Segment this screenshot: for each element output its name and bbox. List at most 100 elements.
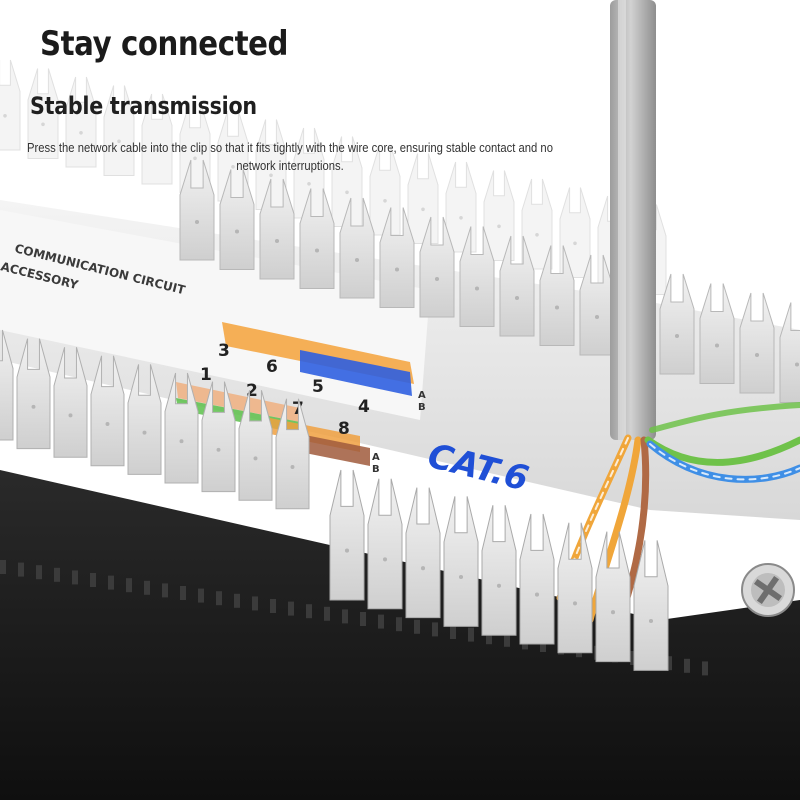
front-lower-clip-row <box>329 469 669 671</box>
clip-tooth <box>329 469 365 601</box>
clip-tooth <box>499 235 535 337</box>
clip-tooth <box>179 159 215 261</box>
front-clip-row <box>0 329 310 510</box>
wire-green-white <box>649 402 800 433</box>
base-ridge <box>252 596 258 611</box>
color-stripe-brown <box>290 432 370 466</box>
wire-orange-stripe <box>559 437 629 599</box>
page-subtitle: Stable transmission <box>30 92 257 120</box>
pin-number: 5 <box>312 377 324 397</box>
clip-tooth <box>53 347 88 458</box>
base-ridge <box>306 604 312 619</box>
clip-tooth <box>519 513 555 645</box>
base-ridge <box>684 658 690 673</box>
standard-markers: A B A B <box>372 390 426 475</box>
clip-tooth <box>557 522 593 654</box>
clip-tooth <box>16 338 51 450</box>
clip-tooth <box>259 178 295 280</box>
clip-tooth <box>27 68 59 159</box>
pin-number: 1 <box>200 365 212 385</box>
pin-number: 4 <box>358 397 370 417</box>
clip-tooth <box>0 329 14 441</box>
clip-tooth <box>739 292 775 394</box>
base-ridge <box>216 591 222 606</box>
base-ridge <box>432 622 438 637</box>
clip-tooth <box>699 283 735 384</box>
cable-highlight <box>618 0 626 440</box>
base-ridge <box>144 580 150 595</box>
clip-tooth <box>299 188 335 289</box>
page-title: Stay connected <box>40 24 289 64</box>
base-ridge <box>270 599 276 613</box>
clip-tooth <box>201 381 236 493</box>
clip-tooth <box>779 302 800 403</box>
base-ridge <box>54 567 60 582</box>
base-ridge <box>72 570 78 585</box>
pin-number: 2 <box>246 381 258 401</box>
clip-tooth <box>141 93 173 185</box>
base-ridge <box>414 619 420 634</box>
clip-tooth <box>219 169 255 270</box>
base-ridge <box>324 606 330 621</box>
base-ridge <box>234 593 240 608</box>
clip-tooth <box>103 85 135 176</box>
clip-tooth <box>238 390 273 501</box>
clip-tooth <box>419 216 455 318</box>
network-cable-jacket <box>610 0 656 440</box>
clip-tooth <box>445 161 477 253</box>
pin-numbers: 3 6 5 4 1 2 7 8 <box>200 341 370 439</box>
base-ridge <box>450 625 456 639</box>
clip-tooth <box>331 136 363 227</box>
base-ridge <box>396 617 402 632</box>
clip-tooth <box>90 355 125 467</box>
clip-tooth <box>127 364 162 475</box>
base-ridge <box>108 575 114 590</box>
base-ridge <box>486 630 492 645</box>
clip-tooth <box>633 540 669 671</box>
pin-number: 6 <box>266 357 278 377</box>
pin-number: 8 <box>338 419 350 439</box>
base-ridge <box>378 614 384 629</box>
base-ridge <box>630 651 636 665</box>
clip-tooth <box>483 170 515 261</box>
clip-tooth <box>405 487 441 619</box>
clip-tooth <box>379 207 415 308</box>
module-base <box>0 470 800 800</box>
clip-tooth <box>0 59 21 151</box>
clip-tooth <box>443 496 479 627</box>
clip-tooth <box>659 273 695 375</box>
base-ridge <box>162 583 168 598</box>
clip-tooth <box>164 372 199 484</box>
base-ridge <box>702 661 708 676</box>
base-ridge <box>540 638 546 652</box>
clip-tooth <box>539 245 575 346</box>
clip-tooth <box>369 144 401 236</box>
base-ridge <box>468 627 474 642</box>
standard-a-label: A <box>372 452 380 463</box>
wire-green <box>644 436 800 466</box>
color-stripe-light-orange <box>176 382 300 422</box>
clip-tooth <box>217 110 249 202</box>
clip-tooth <box>275 398 310 510</box>
pin-number: 7 <box>292 399 304 419</box>
base-ridge <box>36 565 42 580</box>
base-ridge <box>18 562 24 577</box>
right-clip-row <box>179 159 800 403</box>
clip-tooth <box>65 76 97 168</box>
standard-a-label: A <box>418 390 426 401</box>
wire-blue-stripe <box>649 443 800 481</box>
base-ridge <box>288 601 294 616</box>
base-ridge <box>666 656 672 671</box>
base-ridge <box>90 573 96 587</box>
clip-tooth <box>481 505 517 636</box>
standard-b-label: B <box>372 464 380 475</box>
clip-tooth <box>367 478 403 610</box>
color-stripe-blue <box>300 350 412 396</box>
standard-b-label: B <box>418 402 426 413</box>
base-ridge <box>342 609 348 624</box>
base-ridge <box>360 612 366 626</box>
clip-tooth <box>339 197 375 299</box>
base-ridge <box>504 632 510 647</box>
